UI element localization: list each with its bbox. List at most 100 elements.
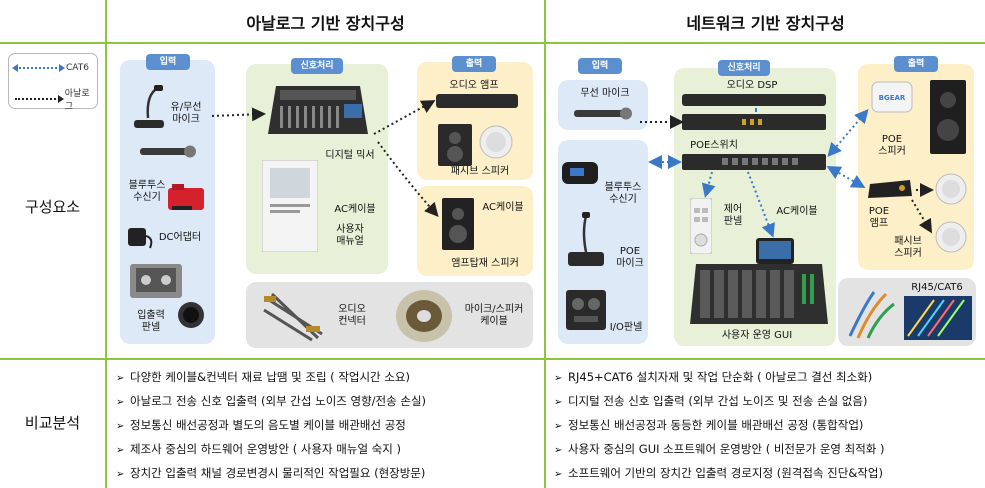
gooseneck-mic-icon — [128, 84, 168, 136]
dc-adapter-icon — [124, 224, 154, 250]
network-panel-label: 제어 판넬 — [723, 204, 743, 227]
network-comparison-item: ➢RJ45+CAT6 설치자재 및 작업 단순화 ( 아날로그 결선 최소화) — [554, 370, 873, 384]
network-poe-amp-label: POE 앰프 — [868, 206, 890, 229]
network-input-panel-top — [558, 80, 648, 130]
label-column-divider — [105, 0, 107, 488]
gui-console-icon — [690, 262, 828, 326]
header-divider — [0, 42, 985, 44]
passive-speaker-icon — [438, 124, 472, 166]
analog-processing-pill: 신호처리 — [291, 58, 343, 74]
legend: CAT6 아날로그 — [8, 53, 98, 112]
analog-io-label: 입출력 판넬 — [137, 310, 165, 333]
row-divider — [0, 358, 985, 360]
network-ceiling-speaker-1-icon — [934, 172, 968, 206]
network-switch-to-gui-arrow — [747, 171, 775, 238]
center-divider — [544, 0, 546, 488]
user-manual-icon — [261, 159, 319, 253]
network-comparison-item: ➢정보통신 배선공정과 동등한 케이블 배관배선 공정 (통합작업) — [554, 418, 864, 432]
xlr-jack-icon — [176, 300, 206, 330]
network-ceiling-speaker-2-icon — [934, 220, 968, 254]
network-passive-label: 패시브 스피커 — [894, 236, 922, 259]
analog-passive-label: 패시브 스피커 — [450, 166, 510, 177]
network-wireless-mic-icon — [574, 106, 634, 120]
analog-connector-label: 오디오 컨넥터 — [338, 304, 366, 327]
network-comparison-item: ➢사용자 중심의 GUI 소프트웨어 운영방안 ( 비전문가 운영 최적화 ) — [554, 442, 885, 456]
network-amp-to-passive-2-arrow — [911, 199, 933, 234]
network-rack-unit-icon — [682, 114, 826, 130]
network-poe-speaker-label: POE 스피커 — [878, 134, 906, 157]
poe-wall-speaker-icon — [930, 80, 966, 154]
analog-comparison-item: ➢정보통신 배선공정과 별도의 음도별 케이블 배관배선 공정 — [116, 418, 406, 432]
poe-amp-icon — [866, 178, 914, 200]
analog-cable-label: 마이크/스피커 케이블 — [464, 304, 524, 327]
analog-input-pill: 입력 — [146, 54, 190, 70]
active-speaker-icon — [442, 198, 474, 250]
analog-comparison-item: ➢다양한 케이블&컨넥터 재료 납땜 및 조립 ( 작업시간 소요) — [116, 370, 410, 384]
cat6-cable-icon — [844, 286, 898, 340]
network-header: 네트워크 기반 장치구성 — [686, 14, 845, 33]
network-wmic-label: 무선 마이크 — [580, 88, 630, 99]
analog-ac-label: AC케이블 — [482, 202, 524, 213]
network-switch-label: POE스위치 — [690, 140, 738, 151]
analog-manual-ac-label: AC케이블 — [334, 204, 376, 215]
network-switch-to-poe-speaker-arrow — [827, 108, 869, 158]
network-switch-to-poe-amp-arrow — [826, 166, 866, 188]
network-io-panel-icon — [566, 290, 606, 330]
audio-dsp-icon — [682, 94, 826, 106]
network-poe-mic-label: POE 마이크 — [616, 246, 644, 269]
analog-output-panel-top — [417, 62, 533, 180]
legend-cat6: CAT6 — [12, 63, 89, 73]
network-ac-label: AC케이블 — [776, 206, 818, 217]
analog-mixer-to-amp-arrow — [373, 100, 436, 135]
row-label-components: 구성요소 — [24, 198, 81, 216]
network-brand-bgear: BGEAR — [878, 94, 906, 102]
audio-amp-icon — [436, 94, 518, 108]
analog-input-to-mixer-arrow — [211, 107, 266, 122]
network-comparison-list: ➢RJ45+CAT6 설치자재 및 작업 단순화 ( 아날로그 결선 최소화) … — [554, 366, 885, 486]
network-rj45-label: RJ45/CAT6 — [911, 282, 963, 293]
rj45-patch-icon — [904, 296, 972, 340]
network-bt-label: 블루투스 수신기 — [604, 182, 642, 205]
network-io-label: I/O판넬 — [609, 322, 643, 333]
network-comparison-item: ➢디지털 전송 신호 입출력 (외부 간섭 노이즈 및 전송 손실 없음) — [554, 394, 868, 408]
network-output-pill: 출력 — [894, 56, 938, 72]
analog-output-panel-bottom — [417, 186, 533, 276]
bluetooth-receiver-icon — [168, 184, 208, 214]
analog-amp-speaker-label: 앰프탑재 스피커 — [451, 258, 519, 269]
analog-dc-label: DC어댑터 — [158, 232, 202, 243]
analog-comparison-list: ➢다양한 케이블&컨넥터 재료 납땜 및 조립 ( 작업시간 소요) ➢아날로그… — [116, 366, 426, 486]
network-input-pill: 입력 — [578, 58, 622, 74]
audio-connector-icon — [262, 290, 326, 342]
ceiling-speaker-icon — [478, 124, 514, 160]
network-gui-label: 사용자 운영 GUI — [721, 330, 793, 341]
analog-output-pill: 출력 — [452, 56, 496, 72]
network-bt-receiver-icon — [560, 160, 600, 188]
network-dsp-label: 오디오 DSP — [726, 80, 778, 91]
cat6-arrow-icon — [12, 64, 65, 72]
control-panel-icon — [689, 197, 713, 255]
cable-reel-icon — [394, 288, 454, 344]
poe-switch-icon — [682, 154, 826, 170]
analog-mixer-label: 디지털 믹서 — [325, 150, 375, 161]
network-switch-to-panel-arrow — [701, 171, 716, 198]
legend-analog: 아날로그 — [15, 86, 97, 112]
wireless-mic-icon — [140, 144, 198, 160]
network-comparison-item: ➢소프트웨어 기반의 장치간 입출력 경로지정 (원격접속 진단&작업) — [554, 466, 883, 480]
dante-tablet-icon — [756, 238, 794, 264]
network-processing-pill: 신호처리 — [718, 60, 770, 76]
analog-comparison-item: ➢제조사 중심의 하드웨어 운영방안 ( 사용자 매뉴얼 숙지 ) — [116, 442, 401, 456]
io-floor-box-icon — [128, 258, 184, 302]
analog-mic-label: 유/무선 마이크 — [170, 102, 202, 125]
analog-amp-label: 오디오 앰프 — [449, 80, 499, 91]
analog-bt-label: 블루투스 수신기 — [128, 180, 166, 203]
analog-mixer-to-speaker-arrow — [377, 141, 439, 217]
digital-mixer-icon — [266, 82, 370, 138]
row-label-comparison: 비교분석 — [24, 414, 81, 432]
analog-header: 아날로그 기반 장치구성 — [246, 14, 405, 33]
analog-manual-label: 사용자 매뉴얼 — [336, 224, 364, 247]
poe-gooseneck-mic-icon — [564, 212, 608, 268]
analog-comparison-item: ➢아날로그 전송 신호 입출력 (외부 간섭 노이즈 영향/전송 손실) — [116, 394, 427, 408]
analog-comparison-item: ➢장치간 입출력 채널 경로변경시 물리적인 작업필요 (현장방문) — [116, 466, 426, 480]
poe-ceiling-speaker-icon — [870, 80, 914, 114]
